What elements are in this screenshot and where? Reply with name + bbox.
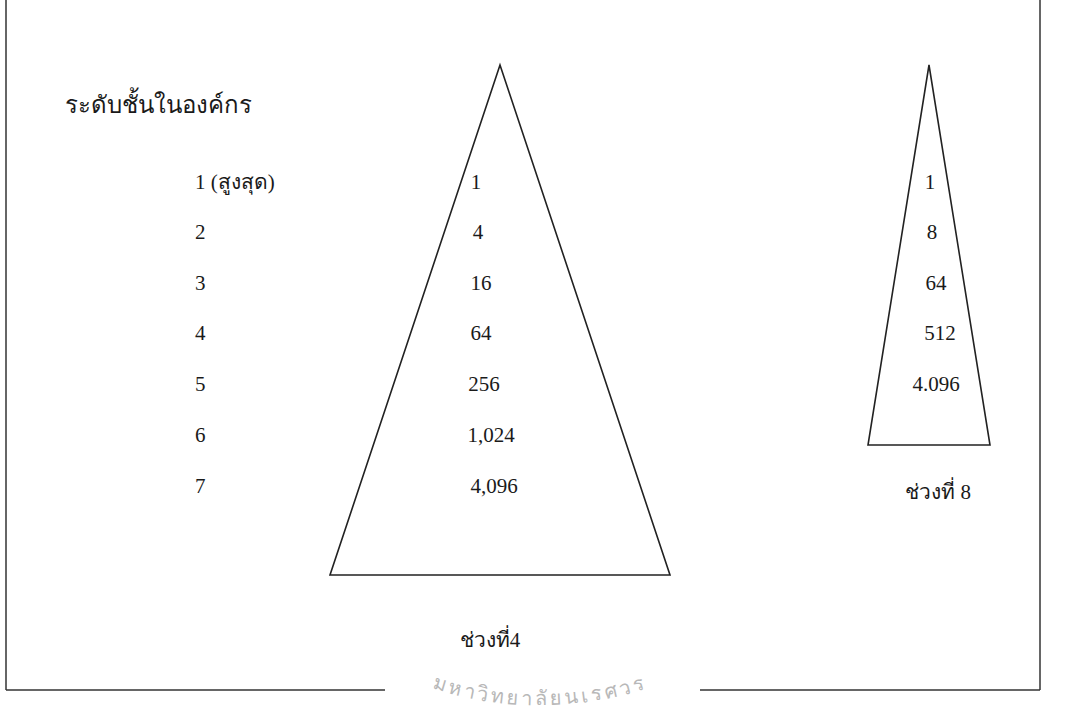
triangle-shape (868, 65, 990, 445)
level-count: 64 (471, 321, 492, 345)
level-count: 16 (471, 271, 492, 295)
level-count: 8 (927, 220, 938, 244)
level-label: 4 (195, 321, 206, 346)
frame-line (5, 0, 7, 690)
watermark-text: มหาวิทยาลัยนเรศวร (431, 671, 650, 709)
triangle-outline (330, 65, 670, 575)
level-label: 7 (195, 474, 206, 499)
pyramid-triangle: 1 8 64 512 4.096 (868, 65, 990, 445)
level-count: 1 (925, 170, 936, 194)
level-label: 5 (195, 372, 206, 397)
frame-line (1039, 0, 1041, 690)
level-label: 3 (195, 271, 206, 296)
level-count: 256 (468, 372, 500, 396)
axis-heading: ระดับชั้นในองค์กร (65, 91, 252, 119)
level-count: 4.096 (912, 372, 959, 396)
level-count: 512 (924, 321, 956, 345)
frame-line (6, 689, 385, 691)
level-label: 2 (195, 220, 206, 245)
pyramid-triangle: 1 4 16 64 256 1,024 4,096 (330, 65, 670, 575)
level-count: 64 (926, 271, 947, 295)
level-label: 1 (สูงสุด) (195, 170, 275, 195)
level-count: 4,096 (470, 474, 517, 498)
level-count: 1,024 (467, 423, 514, 447)
triangle-caption: ช่วงที่4 (460, 628, 521, 653)
frame-line (700, 689, 1040, 691)
level-label: 6 (195, 423, 206, 448)
level-count: 4 (473, 220, 484, 244)
watermark-text: มหาวิทยาลัยนเรศวร (431, 671, 650, 709)
triangle-caption: ช่วงที่ 8 (905, 480, 971, 505)
level-count: 1 (471, 170, 482, 194)
triangle-shape (330, 65, 670, 575)
